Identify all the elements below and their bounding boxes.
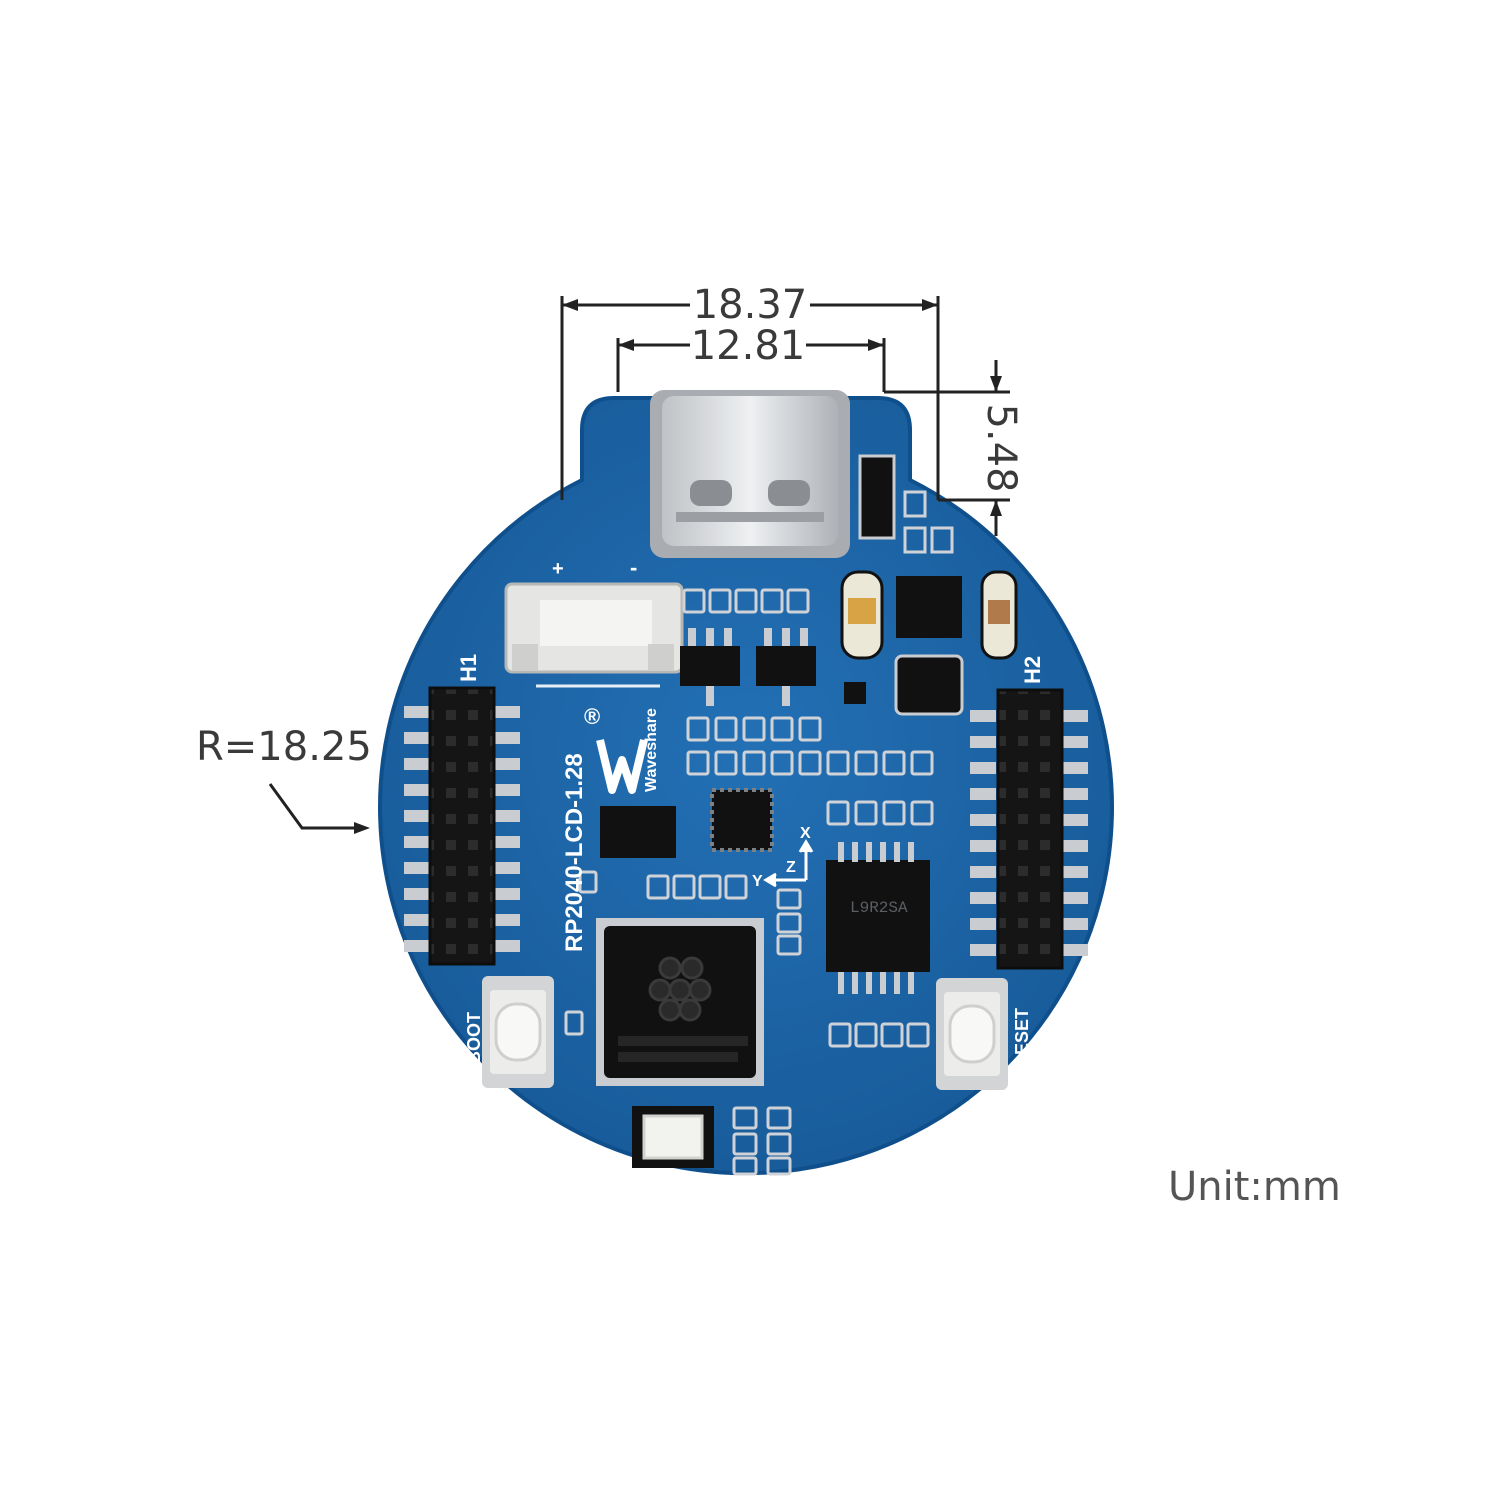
- transistor-chips: [680, 628, 816, 706]
- axis-indicator: [763, 839, 814, 888]
- resistor-arrays: [646, 716, 934, 956]
- axis-y-label: Y: [752, 873, 763, 890]
- header-h1: H1: [404, 654, 520, 966]
- imu-chip: L9R2SA: [826, 842, 930, 994]
- battery-minus-label: -: [630, 555, 637, 580]
- model-label: RP2040-LCD-1.28: [561, 753, 588, 952]
- power-components: [840, 454, 1018, 716]
- registered-mark: ®: [584, 704, 600, 729]
- smd-row-top: [682, 588, 810, 614]
- bottom-capacitors: [564, 870, 930, 1176]
- unit-label: Unit:mm: [1168, 1164, 1341, 1210]
- header-h2: H2: [970, 656, 1088, 970]
- boot-button[interactable]: [482, 976, 554, 1088]
- boot-button-label: BOOT: [464, 1012, 484, 1064]
- flash-memory-chip: [600, 788, 774, 858]
- header-h1-label: H1: [456, 654, 481, 682]
- axis-x-label: X: [800, 825, 811, 842]
- brand-label: Waveshare: [643, 708, 660, 792]
- dimension-usb-height: 5.48: [978, 403, 1024, 492]
- imu-chip-label: L9R2SA: [850, 899, 908, 917]
- rp2040-chip: [596, 918, 764, 1086]
- crystal-oscillator: [632, 1106, 714, 1168]
- usb-c-connector: [650, 390, 850, 558]
- dimension-total-width: 18.37: [693, 282, 808, 328]
- dimension-radius: R=18.25: [196, 724, 372, 770]
- header-h2-label: H2: [1020, 656, 1045, 684]
- waveshare-logo: [596, 739, 648, 794]
- reset-button[interactable]: [936, 978, 1008, 1090]
- axis-z-label: Z: [786, 859, 796, 876]
- reset-button-label: RESET: [1012, 1008, 1032, 1068]
- dimension-usb-width: 12.81: [691, 323, 806, 369]
- battery-connector: + -: [504, 555, 684, 674]
- dimension-arrowheads: [354, 299, 1002, 834]
- battery-plus-label: +: [552, 558, 564, 580]
